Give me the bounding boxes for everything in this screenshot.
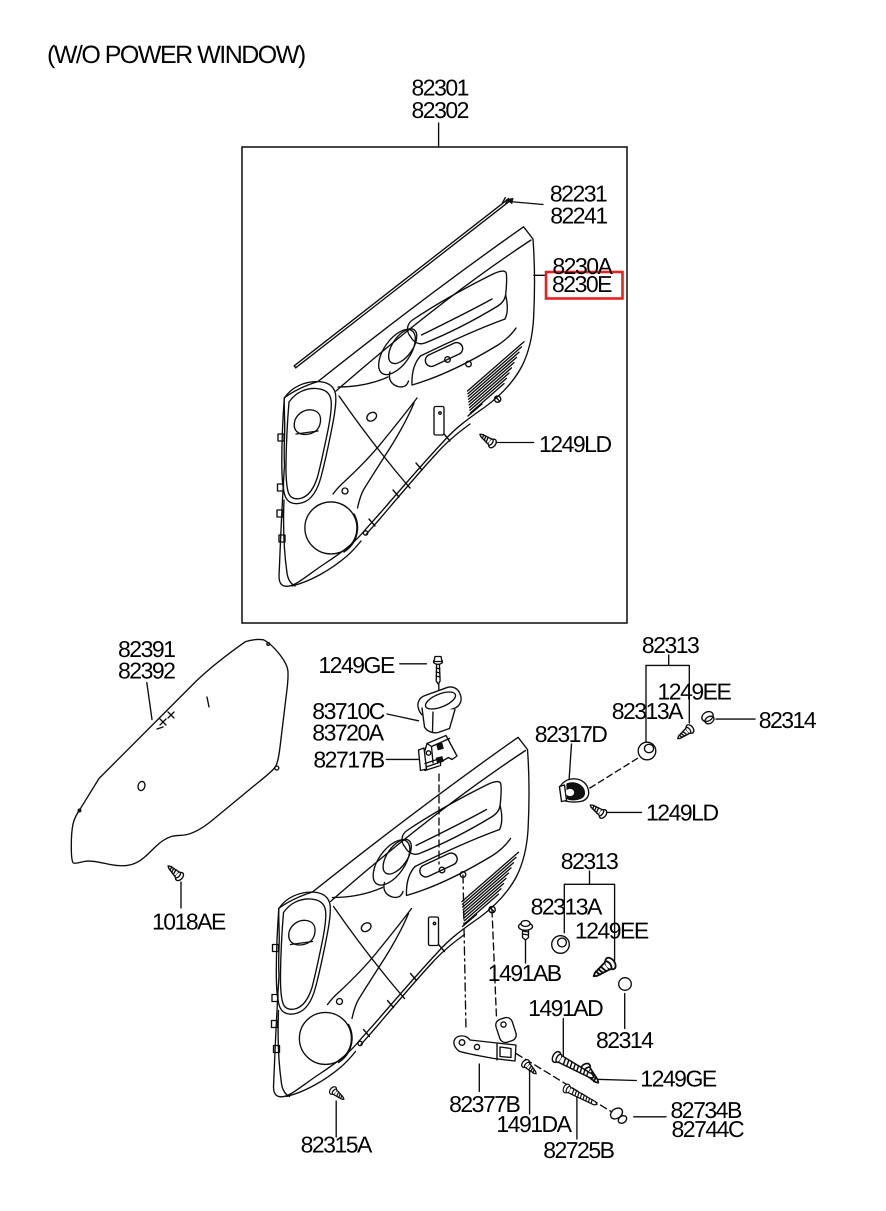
svg-text:1491DA: 1491DA [496, 1111, 572, 1137]
svg-text:1018AE: 1018AE [152, 908, 226, 934]
svg-text:1249LD: 1249LD [646, 799, 718, 825]
svg-text:82717B: 82717B [313, 746, 384, 772]
svg-text:82315A: 82315A [301, 1132, 373, 1158]
svg-text:8230A: 8230A [552, 253, 613, 279]
svg-text:82313: 82313 [561, 848, 618, 874]
svg-text:82744C: 82744C [672, 1116, 744, 1142]
svg-text:82302: 82302 [412, 97, 469, 123]
svg-text:1491AD: 1491AD [528, 995, 603, 1021]
svg-text:83710C: 83710C [312, 698, 384, 724]
svg-text:82734B: 82734B [671, 1097, 742, 1123]
svg-text:1249LD: 1249LD [539, 431, 611, 457]
svg-text:82313: 82313 [642, 632, 699, 658]
svg-text:82392: 82392 [118, 658, 175, 684]
svg-text:82313A: 82313A [531, 894, 603, 920]
svg-text:1249EE: 1249EE [658, 678, 732, 704]
svg-text:82231: 82231 [550, 180, 607, 206]
svg-text:82391: 82391 [118, 636, 175, 662]
svg-text:1249EE: 1249EE [575, 918, 649, 944]
svg-text:82241: 82241 [550, 202, 607, 228]
svg-text:1491AB: 1491AB [488, 960, 562, 986]
svg-text:82301: 82301 [412, 75, 469, 101]
svg-text:1249GE: 1249GE [318, 652, 395, 678]
svg-text:(W/O POWER WINDOW): (W/O POWER WINDOW) [47, 41, 305, 69]
svg-text:82313A: 82313A [612, 698, 684, 724]
svg-text:82317D: 82317D [535, 721, 607, 747]
svg-text:83720A: 83720A [312, 720, 384, 746]
svg-text:82377B: 82377B [449, 1091, 520, 1117]
svg-text:8230E: 8230E [552, 271, 612, 297]
svg-text:82314: 82314 [596, 1027, 654, 1053]
svg-text:82725B: 82725B [543, 1137, 614, 1163]
svg-text:82314: 82314 [759, 707, 817, 733]
svg-text:1249GE: 1249GE [640, 1066, 717, 1092]
